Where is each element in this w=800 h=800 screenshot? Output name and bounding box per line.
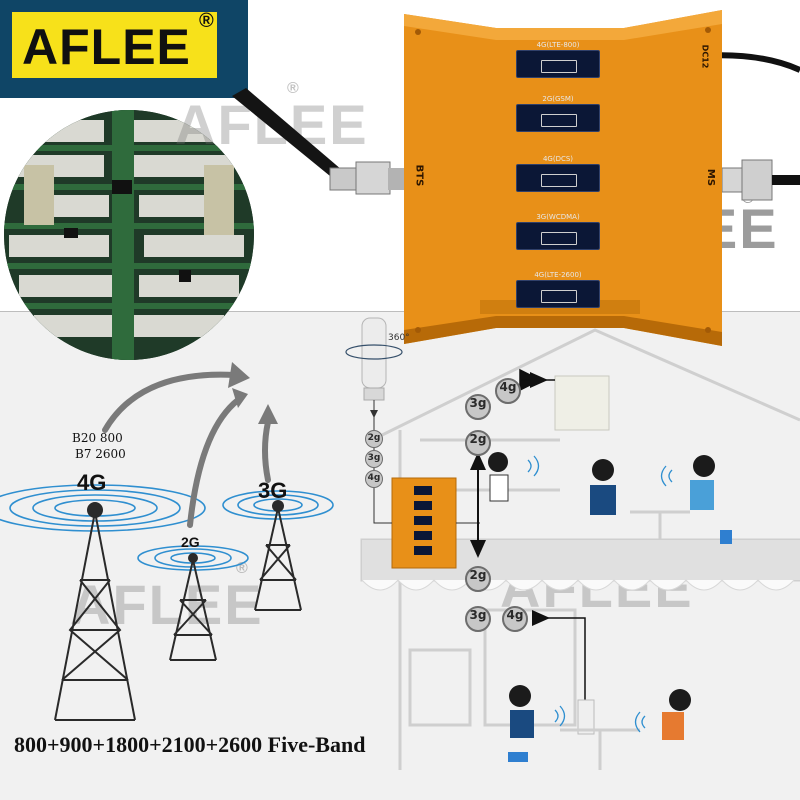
signal-bubble: 4g (502, 606, 528, 632)
signal-bubble: 3g (365, 450, 383, 468)
band-name: 4G(LTE-800) (536, 41, 580, 49)
band-name: 4G(DCS) (542, 155, 574, 163)
rotation-label: 360° (388, 333, 410, 343)
band-info: B20 800 B7 2600 (72, 430, 126, 462)
logo-text: AFLEE (22, 19, 191, 75)
band-indicator: 4G(LTE-800) (516, 41, 600, 78)
tower-4g-label: 4G (77, 470, 107, 495)
bts-port-label: BTS (413, 164, 425, 187)
band-line: B20 800 (72, 431, 123, 445)
ms-port-label: MS (705, 168, 717, 187)
logo-badge (12, 12, 217, 78)
watermark: AFLEE (70, 573, 264, 636)
circuit-board-photo (4, 110, 254, 360)
tower-3g-label: 3G (258, 478, 288, 503)
band-indicator: 3G(WCDMA) (516, 213, 600, 250)
band-indicator: 4G(LTE-2600) (516, 271, 600, 308)
band-led-screen (541, 60, 577, 73)
band-indicator: 4G(DCS) (516, 155, 600, 192)
band-led-screen (541, 114, 577, 127)
power-port-label: DC12 (700, 44, 710, 69)
watermark-reg: ® (287, 80, 299, 97)
band-led-screen (541, 174, 577, 187)
brand-logo: AFLEE ® (0, 0, 248, 98)
registered-mark: ® (199, 10, 214, 32)
band-name: 3G(WCDMA) (536, 213, 580, 221)
signal-bubble: 3g (465, 394, 491, 420)
band-line: B7 2600 (75, 447, 126, 461)
tower-2g-label: 2G (181, 534, 200, 550)
signal-bubble: 2g (465, 430, 491, 456)
signal-bubble: 4g (495, 378, 521, 404)
signal-bubble: 4g (365, 470, 383, 488)
signal-bubble: 3g (465, 606, 491, 632)
band-led-screen (541, 290, 577, 303)
signal-bubble: 2g (365, 430, 383, 448)
band-led-screen (541, 232, 577, 245)
band-caption: 800+900+1800+2100+2600 Five-Band (14, 732, 366, 757)
band-name: 2G(GSM) (542, 95, 574, 103)
band-name: 4G(LTE-2600) (534, 271, 582, 279)
watermark-reg: ® (236, 560, 248, 577)
scene-divider (0, 311, 800, 312)
band-indicator: 2G(GSM) (516, 95, 600, 132)
signal-bubble: 2g (465, 566, 491, 592)
